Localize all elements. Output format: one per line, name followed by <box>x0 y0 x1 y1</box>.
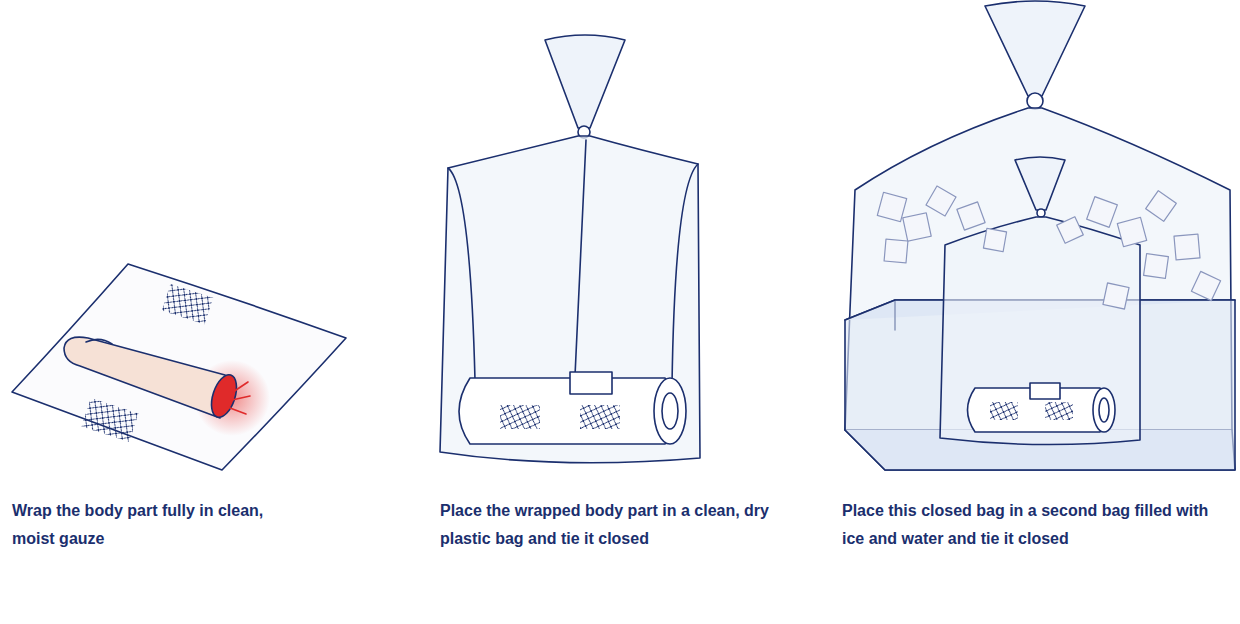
caption-text: Place this closed bag in a second bag fi… <box>842 497 1232 553</box>
gauze-sheet <box>12 264 346 470</box>
caption-text: Wrap the body part fully in clean, moist… <box>12 497 302 553</box>
outer-bag-neck <box>985 1 1085 96</box>
ice-cubes <box>877 186 1220 309</box>
finger <box>64 337 225 418</box>
bag-neck <box>545 35 625 128</box>
caption-text: Place the wrapped body part in a clean, … <box>440 497 810 553</box>
wrapped-gauze-roll <box>459 378 678 444</box>
inner-bag <box>940 217 1140 445</box>
plastic-bag <box>440 136 700 463</box>
cut-end <box>207 372 242 421</box>
